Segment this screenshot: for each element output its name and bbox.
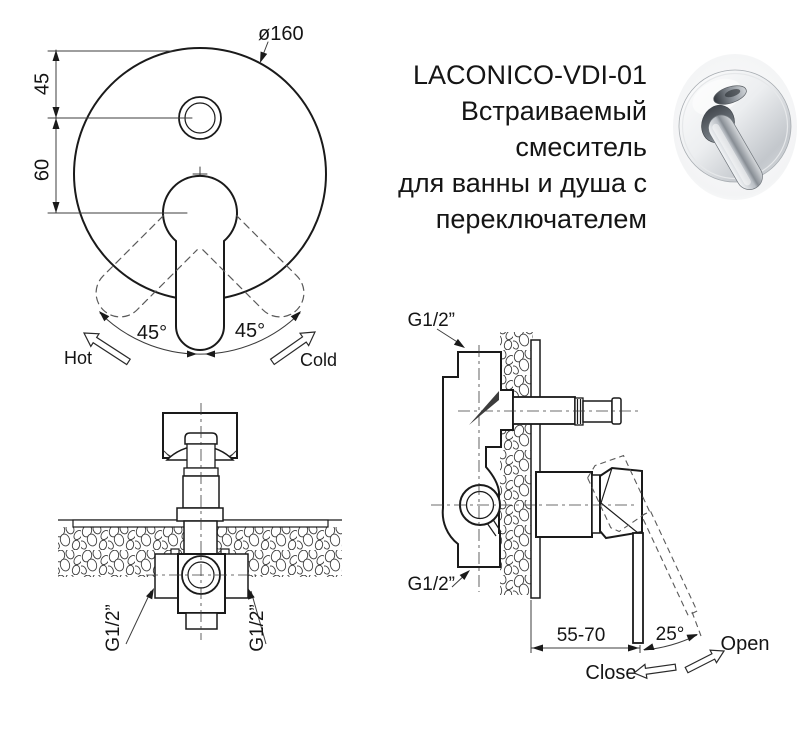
front-dimensions <box>47 41 269 214</box>
photo-plate-ring <box>681 72 789 180</box>
side-view: G1/2” G1/2” 55-70 25° Open Close <box>407 310 769 684</box>
side-thread-top-label: G1/2” <box>407 310 455 331</box>
arc-arrowhead <box>187 350 197 358</box>
handle-open-position-dashed <box>586 454 698 617</box>
dim-60-label: 60 <box>31 159 53 181</box>
product-title-line: Встраиваемый <box>460 96 647 126</box>
diameter-label: ø160 <box>258 23 304 45</box>
handle-boss <box>599 466 643 540</box>
dim-45-label: 45 <box>31 73 53 95</box>
knurl-ring <box>574 397 584 426</box>
leader-arrowhead <box>459 570 470 580</box>
photo-lever-handle <box>701 104 763 190</box>
product-model: LACONICO-VDI-01 <box>412 60 647 90</box>
bottom-port <box>185 612 218 630</box>
mount-flange <box>176 507 224 522</box>
photo-lever-shine <box>712 123 751 186</box>
lever-position-hot-dashed <box>95 215 198 318</box>
shower-outlet-pipe <box>512 396 576 425</box>
product-photo <box>673 54 797 200</box>
leader-arrowhead <box>146 588 154 600</box>
section-thread-left-label: G1/2” <box>103 604 124 652</box>
knurl-lines <box>576 399 582 424</box>
lever-handle <box>162 174 238 351</box>
section-view: G1/2” G1/2” <box>58 403 342 652</box>
leader-arrowhead <box>453 338 465 348</box>
product-title-line: переключателем <box>435 204 647 234</box>
product-title-line: для ванны и душа с <box>398 168 647 198</box>
lever-blade <box>632 532 644 644</box>
lever-position-cold-dashed <box>202 215 305 318</box>
inlet-port-right <box>224 553 249 599</box>
arc-arrowhead <box>643 643 655 650</box>
cartridge-housing <box>535 471 593 538</box>
arc-arrowhead <box>686 634 698 642</box>
arc-arrowhead <box>205 350 215 358</box>
dimension-arrowheads <box>52 50 268 213</box>
hot-label: Hot <box>64 348 92 368</box>
diverter-stem <box>582 400 613 423</box>
photo-diverter-knob <box>713 85 747 105</box>
arc-arrowhead <box>290 311 301 322</box>
open-extension-dashed <box>691 611 702 637</box>
side-thread-bottom-label: G1/2” <box>407 574 455 595</box>
dim-arrowhead <box>532 644 543 652</box>
swing-arc <box>99 312 301 355</box>
leader-arrowhead <box>248 588 255 600</box>
product-title-line: смеситель <box>515 132 647 162</box>
angle-left-label: 45° <box>137 322 167 344</box>
escutcheon-plate-side <box>530 339 541 599</box>
angle-right-label: 45° <box>235 320 265 342</box>
section-centerlines <box>146 403 256 640</box>
side-centerlines <box>431 345 639 592</box>
section-leaders <box>125 590 267 645</box>
open-label: Open <box>721 633 770 655</box>
housing-collar <box>591 474 601 534</box>
close-direction-arrow <box>632 659 678 681</box>
dim-arrowhead <box>628 644 639 652</box>
close-label: Close <box>585 662 636 684</box>
angle-25-label: 25° <box>656 624 685 645</box>
depth-range-label: 55-70 <box>557 625 606 646</box>
product-title-block: LACONICO-VDI-01 Встраиваемый смеситель д… <box>347 57 647 237</box>
cold-label: Cold <box>300 350 337 370</box>
arc-arrowhead <box>99 311 110 322</box>
wall-hatch <box>500 332 533 595</box>
internal-passage-wedge <box>469 391 499 425</box>
valve-neck <box>183 520 218 555</box>
boss-facet-lines <box>600 467 639 534</box>
inlet-port-left <box>154 553 179 599</box>
front-view: 45 60 ø160 45° 45° Hot Cold <box>31 23 337 370</box>
cartridge-cap <box>184 432 218 445</box>
section-thread-right-label: G1/2” <box>247 604 268 652</box>
